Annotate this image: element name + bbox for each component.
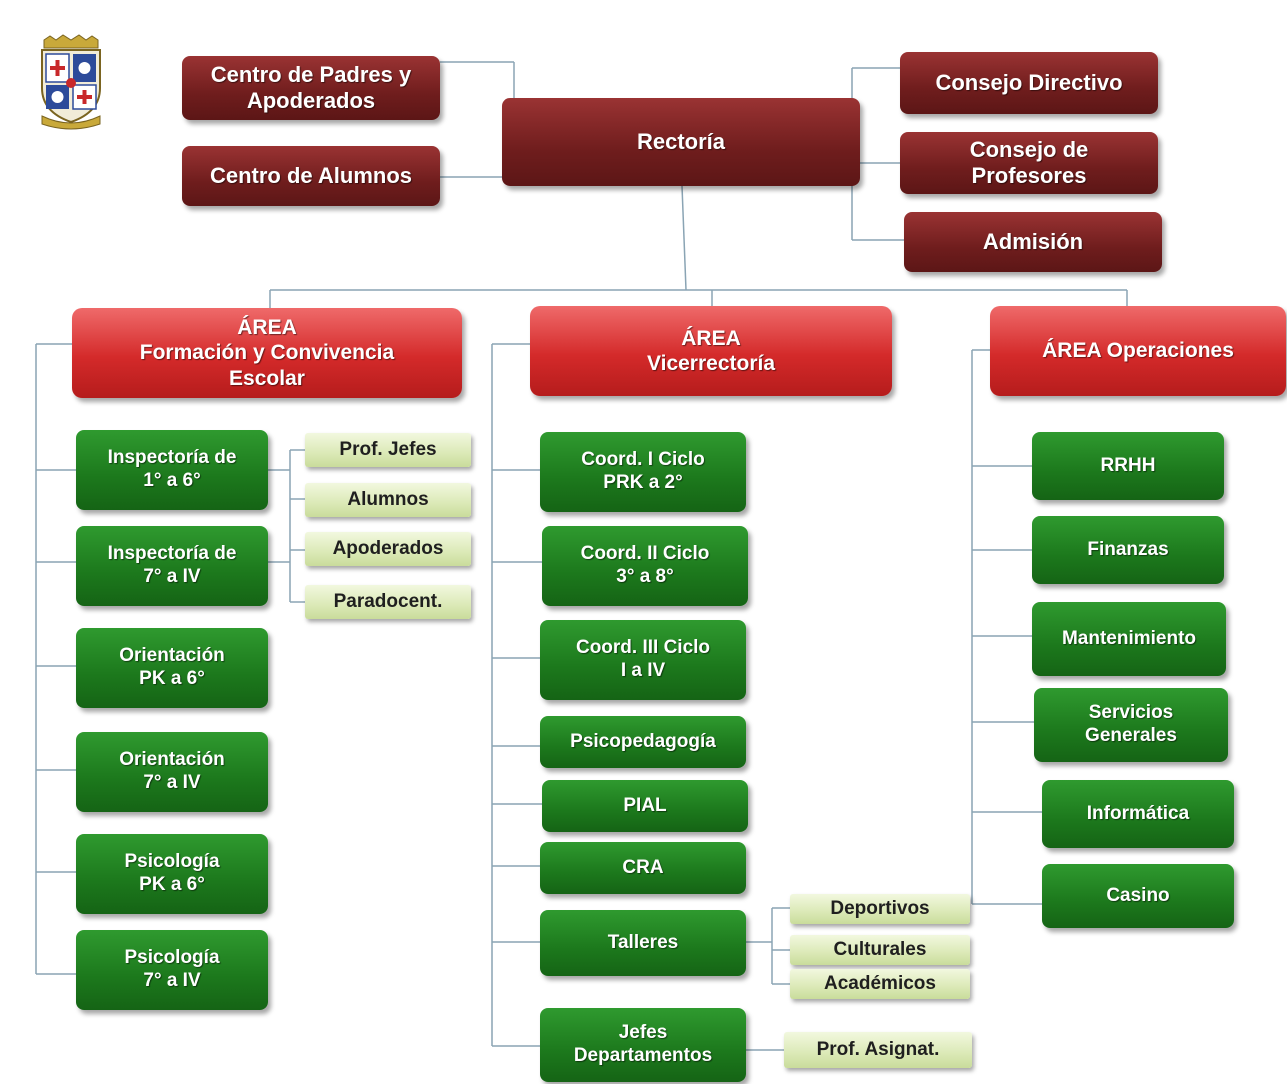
unit-label: Coord. I Ciclo PRK a 2° [581,449,705,493]
sub-prof-asignat: Prof. Asignat. [784,1032,972,1068]
consejo-profesores-box: Consejo de Profesores [900,132,1158,194]
unit-psicologia-7-iv: Psicología 7° a IV [76,930,268,1010]
unit-servicios-generales: Servicios Generales [1034,688,1228,762]
area-formacion-box: ÁREA Formación y Convivencia Escolar [72,308,462,398]
unit-label: Psicología 7° a IV [124,947,220,991]
admision-box: Admisión [904,212,1162,272]
sub-label: Paradocent. [333,590,443,612]
unit-coord-ii-ciclo: Coord. II Ciclo 3° a 8° [542,526,748,606]
unit-mantenimiento: Mantenimiento [1032,602,1226,676]
unit-label: Finanzas [1087,538,1169,560]
unit-label: CRA [622,856,664,878]
sub-apoderados: Apoderados [305,532,471,566]
unit-label: Psicopedagogía [570,730,716,752]
unit-label: Talleres [607,931,679,953]
unit-informatica: Informática [1042,780,1234,848]
school-crest-icon [41,34,101,130]
unit-rrhh: RRHH [1032,432,1224,500]
unit-cra: CRA [540,842,746,894]
sub-label: Prof. Jefes [339,438,437,460]
unit-label: Jefes Departamentos [573,1022,713,1066]
unit-label: Coord. III Ciclo I a IV [575,637,711,681]
area-vicerrectoria-box: ÁREA Vicerrectoría [530,306,892,396]
unit-jefes-departamentos: Jefes Departamentos [540,1008,746,1082]
unit-label: Inspectoría de 1° a 6° [107,447,237,491]
unit-label: Informática [1086,802,1190,824]
area-vicerrectoria-title: ÁREA Vicerrectoría [646,326,776,375]
area-operaciones-box: ÁREA Operaciones [990,306,1286,396]
sub-label: Deportivos [830,897,930,919]
unit-orientacion-7-iv: Orientación 7° a IV [76,732,268,812]
unit-inspectoria-7-iv: Inspectoría de 7° a IV [76,526,268,606]
unit-label: Coord. II Ciclo 3° a 8° [580,543,710,587]
sub-paradocent: Paradocent. [305,585,471,619]
unit-casino: Casino [1042,864,1234,928]
unit-pial: PIAL [542,780,748,832]
area-operaciones-title: ÁREA Operaciones [1042,339,1234,363]
admision-label: Admisión [982,228,1084,254]
unit-label: Psicología PK a 6° [124,851,220,895]
unit-finanzas: Finanzas [1032,516,1224,584]
centro-padres-box: Centro de Padres y Apoderados [182,56,440,120]
consejo-profesores-label: Consejo de Profesores [969,136,1089,188]
unit-label: Inspectoría de 7° a IV [107,543,237,587]
sub-alumnos: Alumnos [305,483,471,517]
unit-label: PIAL [623,794,667,816]
centro-alumnos-box: Centro de Alumnos [182,146,440,206]
sub-label: Académicos [824,972,936,994]
consejo-directivo-box: Consejo Directivo [900,52,1158,114]
sub-label: Culturales [833,938,927,960]
sub-label: Alumnos [347,488,429,510]
rectoria-box: Rectoría [502,98,860,186]
sub-label: Prof. Asignat. [816,1038,940,1060]
sub-label: Apoderados [332,537,444,559]
unit-inspectoria-1-6: Inspectoría de 1° a 6° [76,430,268,510]
sub-culturales: Culturales [790,935,970,965]
unit-psicopedagogia: Psicopedagogía [540,716,746,768]
unit-coord-iii-ciclo: Coord. III Ciclo I a IV [540,620,746,700]
sub-deportivos: Deportivos [790,894,970,924]
unit-coord-i-ciclo: Coord. I Ciclo PRK a 2° [540,432,746,512]
unit-orientacion-pk-6: Orientación PK a 6° [76,628,268,708]
consejo-directivo-label: Consejo Directivo [935,69,1123,95]
rectoria-label: Rectoría [636,128,726,154]
area-formacion-title: ÁREA Formación y Convivencia Escolar [139,316,395,390]
unit-label: Mantenimiento [1061,627,1197,649]
unit-label: Casino [1106,884,1170,906]
sub-academicos: Académicos [790,969,970,999]
unit-label: RRHH [1100,454,1156,476]
unit-label: Orientación 7° a IV [119,749,225,793]
unit-psicologia-pk-6: Psicología PK a 6° [76,834,268,914]
unit-label: Orientación PK a 6° [119,645,225,689]
centro-padres-label: Centro de Padres y Apoderados [210,61,412,113]
centro-alumnos-label: Centro de Alumnos [209,162,413,188]
unit-label: Servicios Generales [1085,702,1177,746]
unit-talleres: Talleres [540,910,746,976]
sub-prof-jefes: Prof. Jefes [305,433,471,467]
